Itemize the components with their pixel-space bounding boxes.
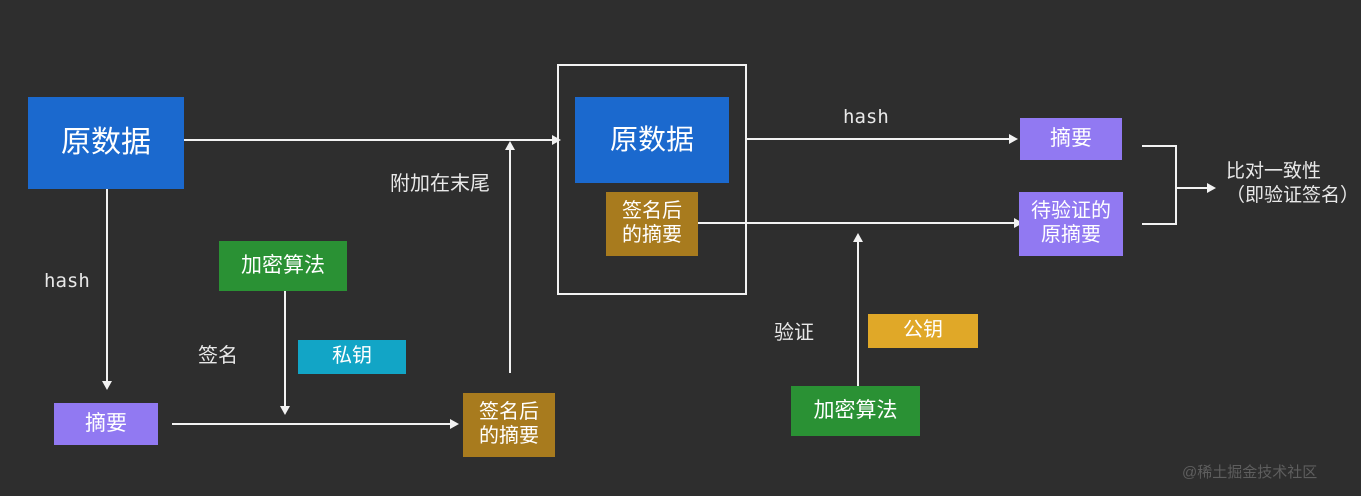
node-signed-digest-bottom: 签名后 的摘要 (463, 393, 555, 457)
node-crypto-algo-verify: 加密算法 (791, 386, 920, 436)
connector-verify-up (857, 240, 859, 386)
node-source-data-center: 原数据 (575, 97, 729, 183)
node-source-data-left: 原数据 (28, 97, 184, 189)
arrowhead-center-to-pending-digest (1014, 218, 1023, 228)
connector-center-to-pending-digest (698, 222, 1020, 224)
node-crypto-algo-sign: 加密算法 (219, 241, 347, 291)
arrowhead-bracket-to-compare (1207, 183, 1216, 193)
arrowhead-verify-up (853, 233, 863, 242)
arrowhead-center-to-digest-right (1009, 134, 1018, 144)
label-sign: 签名 (198, 345, 238, 367)
connector-signed-digest-to-center (509, 148, 511, 373)
bracket-top-arm (1142, 145, 1177, 147)
label-append-to-tail: 附加在末尾 (390, 173, 490, 195)
connector-crypto-to-sign-line (284, 291, 286, 411)
node-signed-digest-center: 签名后 的摘要 (606, 192, 698, 256)
bracket-spine (1175, 145, 1177, 225)
label-hash-left: hash (44, 270, 90, 292)
node-pending-digest-right: 待验证的 原摘要 (1019, 192, 1123, 256)
connector-center-to-digest-right (745, 138, 1013, 140)
connector-left-data-to-digest (106, 189, 108, 387)
label-hash-top-right: hash (843, 106, 889, 128)
bracket-bottom-arm (1142, 223, 1177, 225)
label-verify: 验证 (774, 322, 814, 344)
arrowhead-digest-to-signed-digest (450, 419, 459, 429)
watermark: @稀土掘金技术社区 (1182, 464, 1318, 481)
connector-digest-to-signed-digest (172, 423, 454, 425)
connector-bracket-to-compare (1175, 187, 1211, 189)
arrowhead-left-data-to-digest (102, 381, 112, 390)
group-frame-signed-message (557, 64, 747, 295)
node-digest-left: 摘要 (54, 403, 158, 445)
node-private-key: 私钥 (298, 340, 406, 374)
node-digest-right: 摘要 (1020, 118, 1122, 160)
node-public-key: 公钥 (868, 314, 978, 348)
arrowhead-signed-digest-to-center (505, 141, 515, 150)
arrowhead-crypto-to-sign-line (280, 406, 290, 415)
connector-left-data-to-center (184, 139, 556, 141)
label-compare-consistency: 比对一致性 （即验证签名） (1226, 161, 1360, 206)
arrowhead-left-data-to-center (552, 135, 561, 145)
